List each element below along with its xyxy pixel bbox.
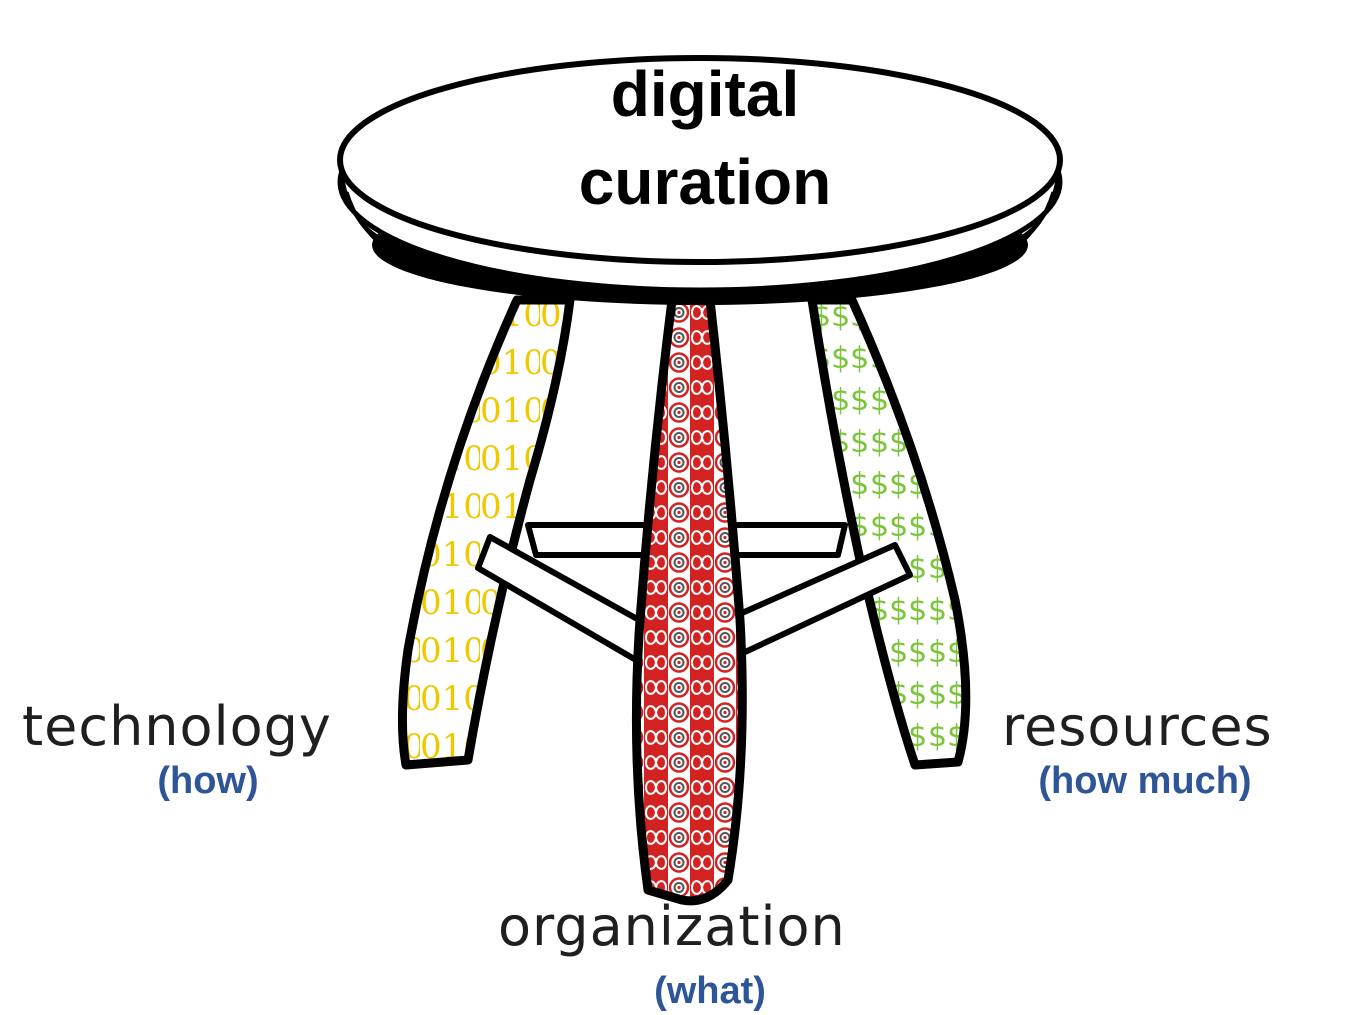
technology-label: technology [22,695,332,758]
organization-label: organization [498,895,846,958]
seat [337,55,1063,305]
leg-technology [397,295,575,770]
organization-sublabel: (what) [654,970,766,1012]
seat-title-line1: digital [610,58,800,130]
resources-sublabel: (how much) [1038,760,1252,802]
resources-label: resources [1002,695,1273,758]
leg-resources [807,295,971,770]
technology-sublabel: (how) [157,760,259,802]
leg-organization [631,295,747,906]
seat-title-line2: curation [578,146,832,218]
